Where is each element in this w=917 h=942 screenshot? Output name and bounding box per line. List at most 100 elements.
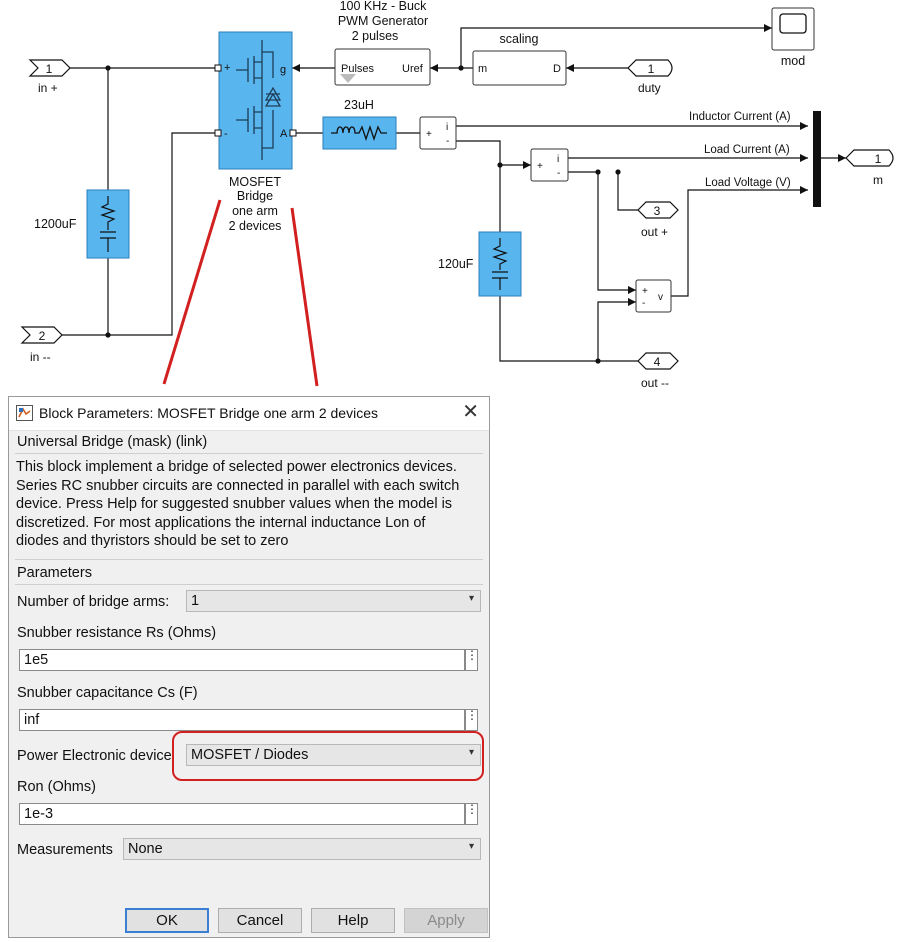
svg-text:PWM Generator: PWM Generator: [338, 14, 428, 28]
dialog-title: Block Parameters: MOSFET Bridge one arm …: [39, 405, 378, 421]
svg-text:i: i: [446, 122, 448, 133]
svg-text:D: D: [553, 63, 561, 75]
svg-text:-: -: [642, 298, 645, 309]
port-duty[interactable]: 1 duty: [627, 59, 673, 95]
svg-text:Pulses: Pulses: [341, 63, 375, 75]
svg-text:1: 1: [46, 62, 53, 76]
svg-text:Inductor Current (A): Inductor Current (A): [689, 111, 791, 123]
svg-text:4: 4: [654, 355, 661, 369]
svg-text:Uref: Uref: [402, 63, 424, 75]
cs-label: Snubber capacitance Cs (F): [17, 685, 198, 701]
svg-text:-: -: [224, 128, 228, 140]
svg-text:out +: out +: [641, 225, 668, 239]
link-arrow-icon: [340, 74, 356, 83]
ron-input[interactable]: 1e-3: [19, 803, 465, 825]
apply-button[interactable]: Apply: [404, 908, 488, 933]
ok-button[interactable]: OK: [125, 908, 209, 933]
svg-text:scaling: scaling: [500, 32, 539, 46]
device-select[interactable]: MOSFET / Diodes▾: [186, 744, 481, 766]
parameters-heading: Parameters: [17, 565, 92, 581]
svg-text:2 pulses: 2 pulses: [352, 29, 399, 43]
block-parameters-dialog: Block Parameters: MOSFET Bridge one arm …: [8, 396, 490, 938]
ron-label: Ron (Ohms): [17, 779, 96, 795]
mux-block[interactable]: [813, 111, 821, 207]
chevron-down-icon: ▾: [468, 593, 474, 604]
svg-text:+: +: [537, 161, 543, 172]
inductor-block[interactable]: 23uH: [322, 98, 397, 150]
rs-input[interactable]: 1e5: [19, 649, 465, 671]
svg-text:MOSFET: MOSFET: [229, 175, 281, 189]
more-options-icon[interactable]: ⋮: [465, 649, 478, 671]
port-in-minus[interactable]: 2 in --: [20, 326, 63, 364]
svg-text:g: g: [280, 64, 286, 76]
svg-text:in +: in +: [38, 81, 58, 95]
current-meter-1[interactable]: + i -: [419, 116, 457, 150]
mosfet-symbol-icon: [236, 40, 282, 160]
port-out-minus[interactable]: 4 out --: [637, 352, 679, 390]
current-meter-2[interactable]: + i -: [530, 148, 569, 182]
close-icon[interactable]: ✕: [462, 401, 479, 423]
scope-block[interactable]: mod: [771, 7, 815, 68]
svg-text:m: m: [478, 63, 487, 75]
simulink-diagram: 1 in + 2 in -- 1 duty 3 out + 4 out -- 1…: [20, 0, 894, 390]
svg-text:A: A: [280, 128, 288, 140]
svg-text:mod: mod: [781, 54, 805, 68]
voltage-meter[interactable]: + - v: [635, 279, 672, 313]
bus-signal-labels: Inductor Current (A) Load Current (A) Lo…: [689, 111, 791, 189]
svg-text:2 devices: 2 devices: [229, 219, 282, 233]
port-m-out[interactable]: 1 m: [845, 149, 894, 187]
divider: [15, 559, 483, 560]
svg-text:-: -: [557, 168, 560, 179]
chevron-down-icon: ▾: [468, 747, 474, 758]
measurements-label: Measurements: [17, 842, 113, 858]
mask-title: Universal Bridge (mask) (link): [17, 434, 208, 450]
svg-text:-: -: [446, 136, 449, 147]
rs-label: Snubber resistance Rs (Ohms): [17, 625, 217, 641]
svg-text:Bridge: Bridge: [237, 189, 273, 203]
pwm-generator-block[interactable]: 100 KHz - Buck PWM Generator 2 pulses Pu…: [334, 0, 431, 86]
simulink-block-icon: [16, 405, 33, 421]
svg-text:3: 3: [654, 204, 661, 218]
wires: [62, 27, 846, 362]
svg-text:i: i: [557, 154, 559, 165]
svg-text:Load Voltage (V): Load Voltage (V): [705, 177, 791, 189]
device-highlight-box: [172, 731, 484, 781]
port-out-plus[interactable]: 3 out +: [637, 201, 679, 239]
scaling-block[interactable]: scaling m D: [472, 32, 567, 86]
arrowheads: [292, 24, 846, 306]
cancel-button[interactable]: Cancel: [218, 908, 302, 933]
svg-text:1200uF: 1200uF: [34, 217, 77, 231]
port-in-plus[interactable]: 1 in +: [28, 59, 71, 95]
svg-text:+: +: [642, 286, 648, 297]
svg-text:+: +: [224, 62, 230, 74]
divider: [15, 453, 483, 454]
junction-dots: [105, 65, 621, 364]
help-button[interactable]: Help: [311, 908, 395, 933]
num-arms-label: Number of bridge arms:: [17, 594, 170, 610]
svg-text:2: 2: [39, 329, 46, 343]
divider: [15, 584, 483, 585]
svg-text:+: +: [426, 129, 432, 140]
mosfet-bridge-block[interactable]: + - g A MOSFET Bridge one arm 2 devices: [214, 31, 297, 233]
measurements-select[interactable]: None▾: [123, 838, 481, 860]
svg-text:in --: in --: [30, 350, 51, 364]
device-label: Power Electronic device: [17, 748, 172, 764]
dialog-titlebar[interactable]: Block Parameters: MOSFET Bridge one arm …: [9, 397, 489, 431]
svg-text:1: 1: [875, 152, 882, 166]
block-description: This block implement a bridge of selecte…: [16, 459, 460, 550]
svg-text:120uF: 120uF: [438, 257, 474, 271]
svg-text:m: m: [873, 173, 883, 187]
more-options-icon[interactable]: ⋮: [465, 709, 478, 731]
more-options-icon[interactable]: ⋮: [465, 803, 478, 825]
svg-text:100 KHz - Buck: 100 KHz - Buck: [340, 0, 428, 13]
callout-lines: [162, 199, 319, 387]
num-arms-select[interactable]: 1▾: [186, 590, 481, 612]
svg-text:one arm: one arm: [232, 204, 278, 218]
svg-text:out --: out --: [641, 376, 669, 390]
output-capacitor-block[interactable]: 120uF: [438, 231, 522, 297]
svg-text:1: 1: [648, 62, 655, 76]
svg-text:23uH: 23uH: [344, 98, 374, 112]
input-capacitor-block[interactable]: 1200uF: [34, 189, 130, 259]
svg-text:Load Current (A): Load Current (A): [704, 144, 790, 156]
cs-input[interactable]: inf: [19, 709, 465, 731]
